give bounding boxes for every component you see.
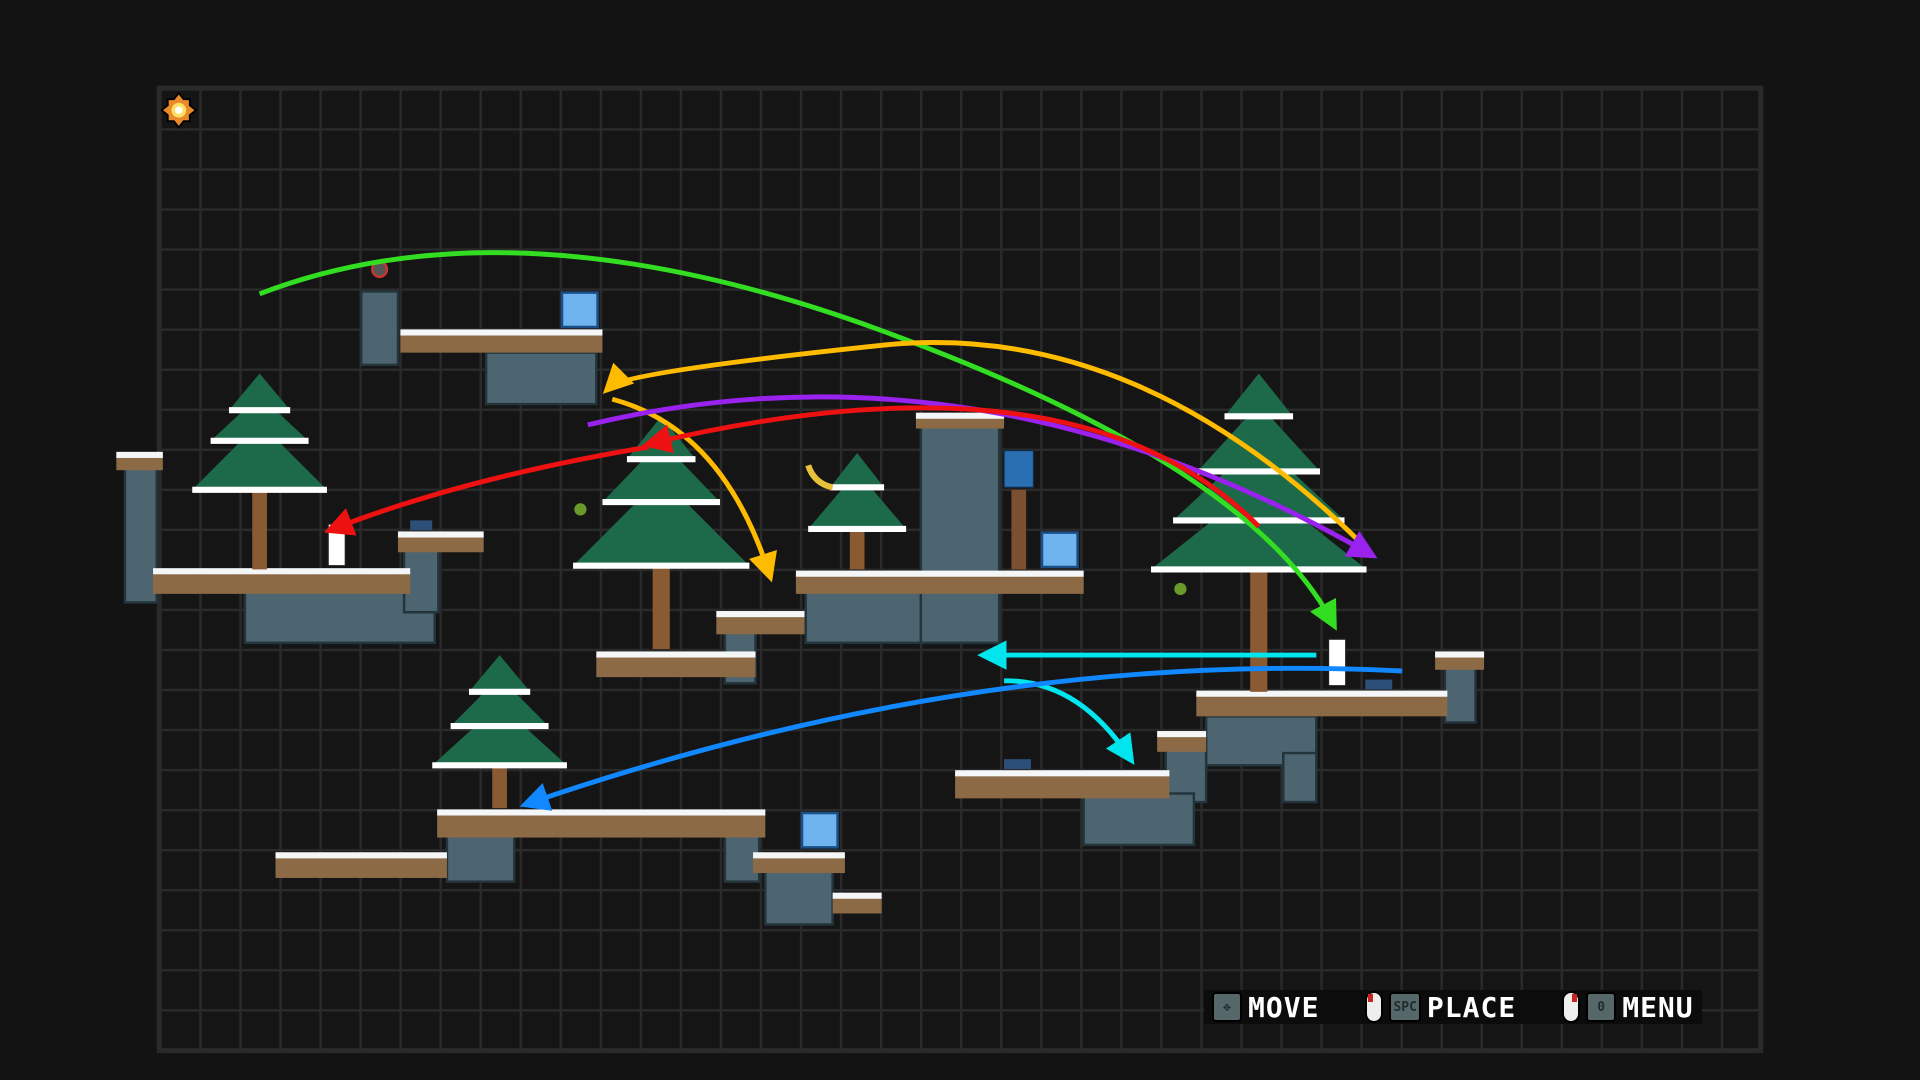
mouse-right-icon (1562, 991, 1581, 1023)
dpad-icon: ✥ (1212, 992, 1242, 1022)
menu-hint: MENU (1622, 990, 1694, 1024)
ice-block (800, 811, 839, 849)
arrow-yellow (602, 340, 1371, 553)
move-hint: MOVE (1248, 990, 1320, 1024)
snowy-ledges (116, 329, 1485, 914)
grenade (1174, 582, 1187, 596)
arrow-cyan (1004, 678, 1135, 765)
mouse-left-icon (1365, 991, 1384, 1023)
sun-icon (160, 91, 198, 129)
duck-player (1327, 638, 1347, 687)
pine-tree (573, 416, 750, 649)
grenade (574, 503, 587, 516)
controls-hint-bar: ✥ MOVE SPC PLACE 0 MENU (1204, 990, 1702, 1024)
arrow-red (641, 405, 1261, 529)
place-hint: PLACE (1426, 990, 1517, 1024)
pine-tree (192, 373, 327, 570)
water-barrel (1003, 450, 1035, 488)
teleport-arrows (258, 250, 1403, 811)
duck-player (327, 523, 346, 567)
spacebar-key-icon: SPC (1389, 992, 1421, 1022)
ice-block (1040, 531, 1079, 569)
props (327, 260, 1393, 769)
item-spawner (1004, 759, 1032, 769)
pine-tree (808, 453, 907, 570)
arrow-green (258, 250, 1337, 631)
item-spawner (1365, 679, 1393, 690)
pine-tree (432, 655, 567, 809)
arrow-yellow (611, 396, 777, 583)
zero-key-icon: 0 (1586, 992, 1617, 1022)
arrow-blue (519, 665, 1403, 811)
item-spawner (410, 520, 433, 531)
ice-block (560, 291, 599, 329)
ice-blocks (560, 291, 1079, 849)
banana (805, 464, 834, 491)
arrow-red (323, 444, 650, 536)
